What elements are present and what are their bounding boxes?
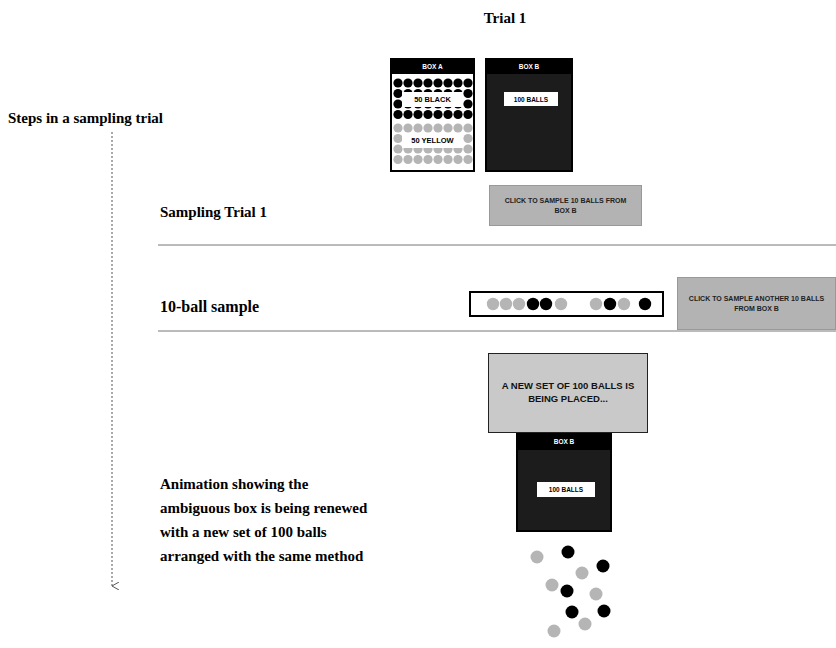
sample-balls xyxy=(487,298,651,310)
separator-line xyxy=(158,245,836,246)
node-text: BOX B xyxy=(485,58,573,74)
ball xyxy=(433,155,442,164)
ball xyxy=(403,123,412,132)
ball xyxy=(393,110,402,119)
ball xyxy=(393,155,402,164)
node-text: A NEW SET OF 100 BALLS IS BEING PLACED..… xyxy=(499,380,637,406)
ball xyxy=(463,89,472,98)
ball xyxy=(413,78,422,87)
ball xyxy=(540,298,552,310)
step-label: Steps in a sampling trial xyxy=(8,109,163,127)
ball xyxy=(463,99,472,108)
step-label: 10-ball sample xyxy=(160,297,259,317)
node-text: CLICK TO SAMPLE ANOTHER 10 BALLS FROM BO… xyxy=(686,294,827,312)
ball xyxy=(576,567,589,580)
ball xyxy=(443,123,452,132)
node-text: BOX A xyxy=(390,58,475,74)
ball xyxy=(413,155,422,164)
node-text: CLICK TO SAMPLE 10 BALLS FROM BOX B xyxy=(498,196,633,214)
ball xyxy=(527,298,539,310)
step-label: Animation showing the ambiguous box is b… xyxy=(160,472,382,568)
ball xyxy=(433,123,442,132)
box-a-body xyxy=(391,73,474,171)
separator-line xyxy=(158,331,836,332)
ball xyxy=(531,551,544,564)
ball xyxy=(604,298,616,310)
ball xyxy=(555,298,567,310)
ball xyxy=(618,298,630,310)
node-text: 50 YELLOW xyxy=(411,136,453,145)
ball xyxy=(393,123,402,132)
box-a-balls xyxy=(393,78,472,164)
ball xyxy=(433,110,442,119)
ball xyxy=(590,588,603,601)
title: Trial 1 xyxy=(455,9,555,27)
ball xyxy=(423,123,432,132)
ball xyxy=(562,546,575,559)
ball xyxy=(513,298,525,310)
ball xyxy=(423,110,432,119)
ball xyxy=(548,625,561,638)
ball xyxy=(403,78,412,87)
ball xyxy=(463,134,472,143)
steps-arrow xyxy=(112,132,113,586)
ball xyxy=(487,298,499,310)
ball xyxy=(463,78,472,87)
ball xyxy=(500,298,512,310)
ball xyxy=(463,110,472,119)
sample-strip xyxy=(470,292,663,316)
ball xyxy=(413,110,422,119)
ball xyxy=(598,605,611,618)
ambiguous-box-b: BOX B 100 BALLS xyxy=(485,58,573,172)
ball xyxy=(433,78,442,87)
count-label: 100 BALLS xyxy=(537,482,595,497)
ball xyxy=(443,110,452,119)
ball xyxy=(453,78,462,87)
node-text: BOX B xyxy=(516,433,612,450)
ball xyxy=(393,78,402,87)
step-label: Sampling Trial 1 xyxy=(160,203,267,221)
ball xyxy=(590,298,602,310)
ball xyxy=(443,155,452,164)
node-text: 100 BALLS xyxy=(549,486,583,493)
falling-balls xyxy=(531,546,611,638)
ball xyxy=(597,560,610,573)
count-label: 50 YELLOW xyxy=(402,133,463,148)
ball xyxy=(453,155,462,164)
ball xyxy=(453,110,462,119)
ball xyxy=(579,618,592,631)
ball xyxy=(463,144,472,153)
sample-button: CLICK TO SAMPLE ANOTHER 10 BALLS FROM BO… xyxy=(677,277,836,330)
node-text: 50 BLACK xyxy=(414,95,451,104)
ambiguous-box-b: BOX B 100 BALLS xyxy=(516,433,612,532)
sample-button: CLICK TO SAMPLE 10 BALLS FROM BOX B xyxy=(489,185,642,226)
ball xyxy=(453,123,462,132)
ball xyxy=(443,78,452,87)
ambiguous-box-a: BOX A 50 BLACK 50 YELLOW xyxy=(390,58,475,172)
ball xyxy=(413,123,422,132)
status-box: A NEW SET OF 100 BALLS IS BEING PLACED..… xyxy=(488,353,648,433)
ball xyxy=(403,155,412,164)
ball xyxy=(566,606,579,619)
node-text: 100 BALLS xyxy=(514,96,548,103)
ball xyxy=(561,585,574,598)
ball xyxy=(546,579,559,592)
ball xyxy=(463,155,472,164)
ball xyxy=(423,78,432,87)
count-label: 50 BLACK xyxy=(402,92,463,107)
count-label: 100 BALLS xyxy=(504,92,558,106)
ball xyxy=(403,110,412,119)
ball xyxy=(463,123,472,132)
ball xyxy=(639,298,651,310)
ball xyxy=(423,155,432,164)
